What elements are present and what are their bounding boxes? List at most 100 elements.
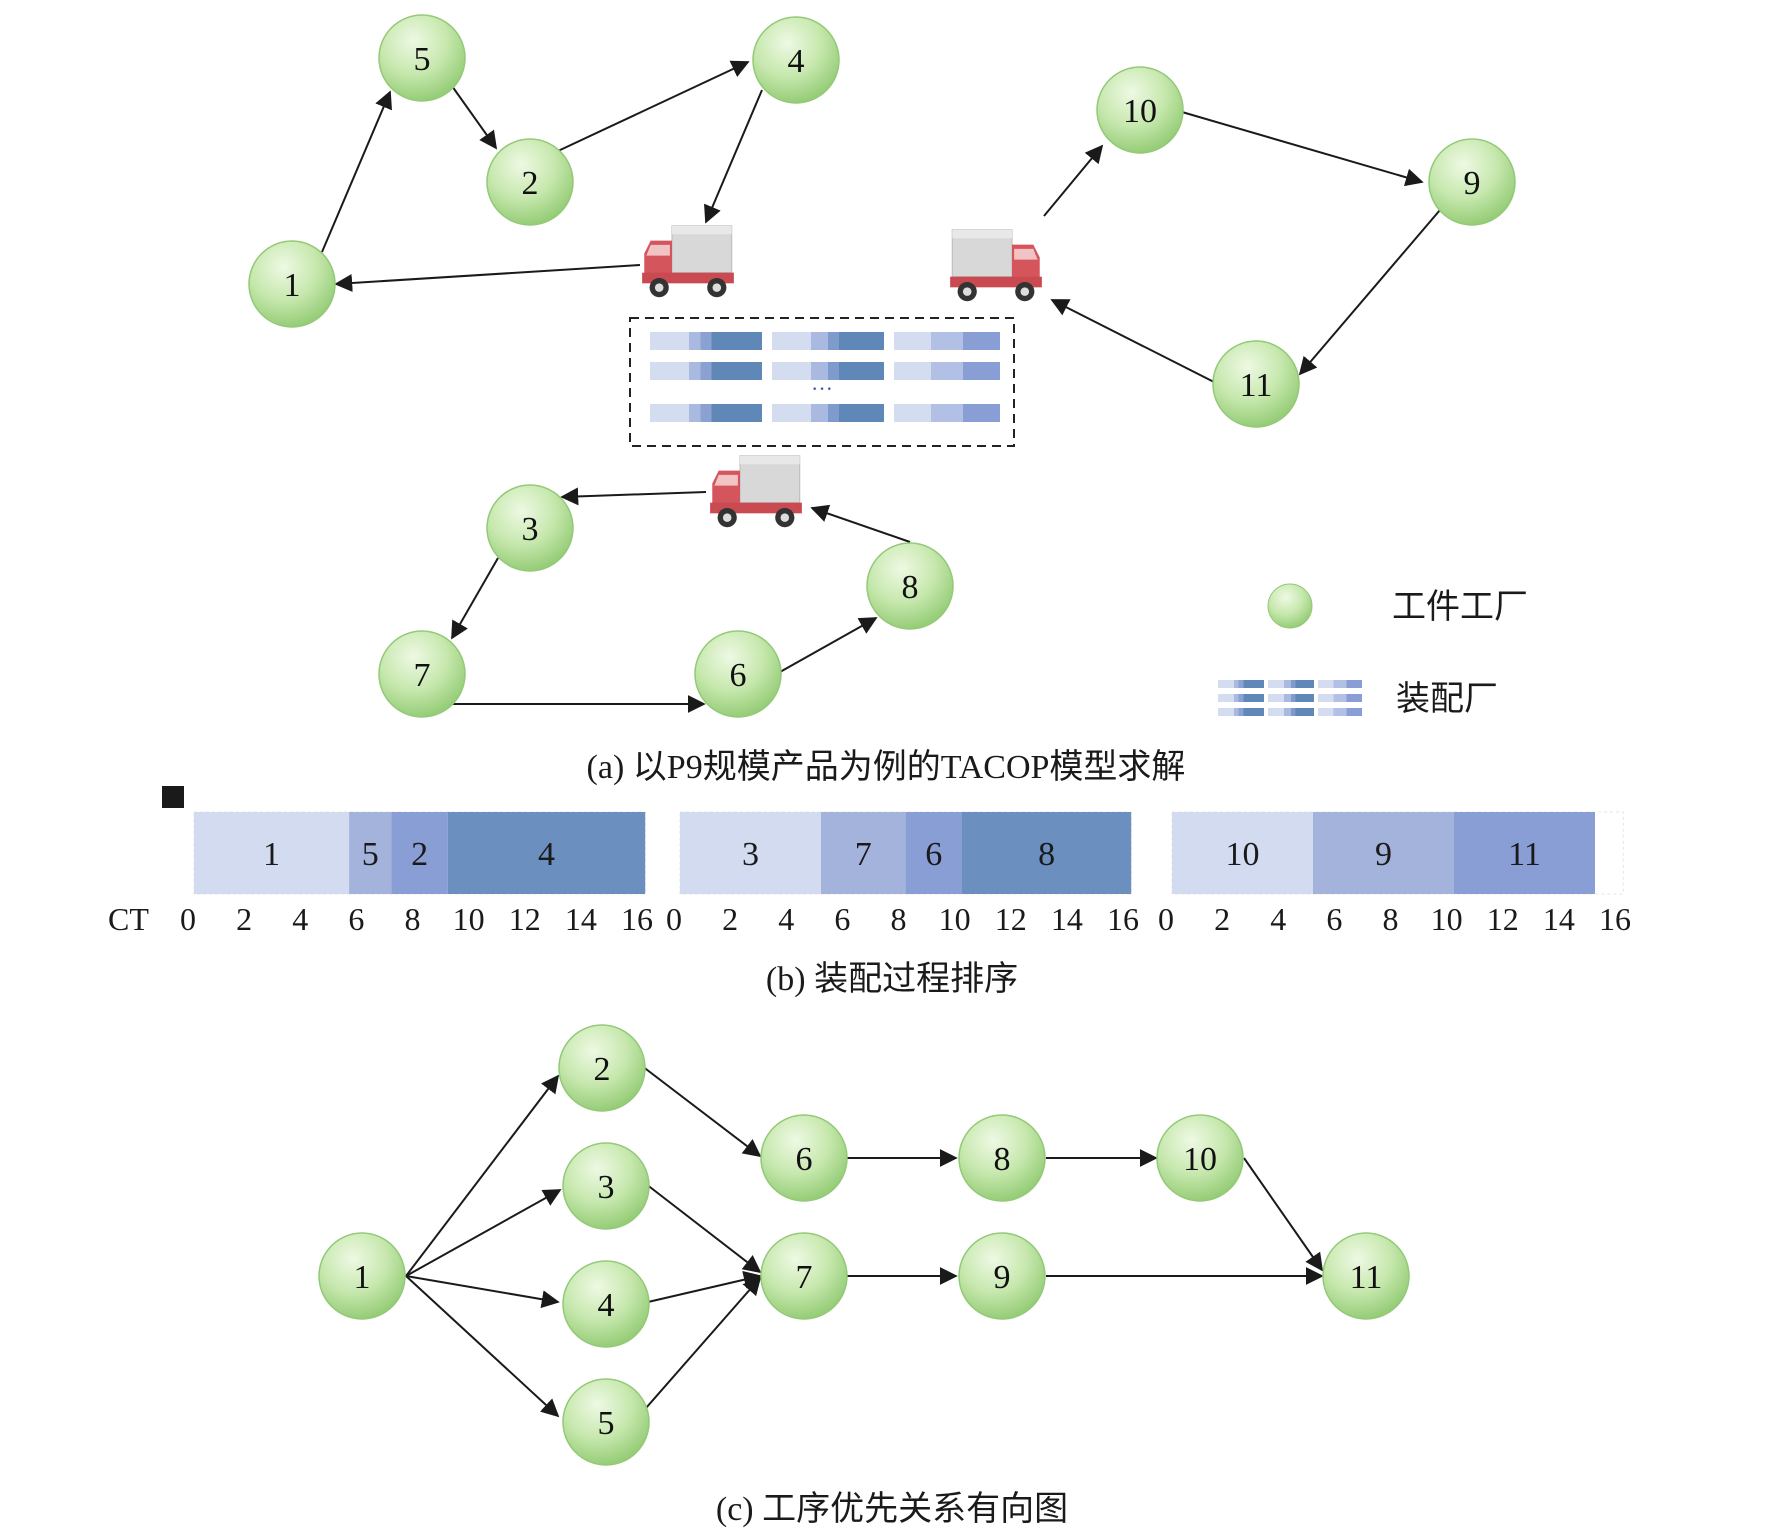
node-label: 1: [284, 267, 301, 304]
precedence-node-10: 10: [1156, 1114, 1244, 1202]
panel-c-edges: [405, 1065, 1324, 1418]
edge-8-truck3: [810, 504, 911, 543]
gantt-tick-label: 16: [1107, 901, 1139, 937]
caption-b: (b) 装配过程排序: [766, 960, 1018, 998]
node-label: 9: [994, 1259, 1011, 1296]
node-label: 2: [594, 1051, 611, 1088]
node-label: 10: [1183, 1141, 1217, 1178]
edge-c1-c2: [405, 1074, 560, 1277]
gantt-tick-label: 10: [1431, 901, 1463, 937]
factory-node-8: 8: [866, 542, 954, 630]
gantt-block-label: 4: [538, 836, 555, 873]
factory-node-1: 1: [248, 240, 336, 328]
factory-node-6: 6: [694, 630, 782, 718]
gantt-block-job-5: [349, 812, 392, 894]
edge-c5-c7: [645, 1276, 762, 1409]
gantt-tick-label: 4: [1270, 901, 1286, 937]
gantt-block-label: 7: [855, 836, 872, 873]
legend: 工件工厂 装配厂: [1218, 583, 1528, 718]
factory-node-4: 4: [752, 16, 840, 104]
gantt-tick-label: 6: [1326, 901, 1342, 937]
edge-2-4: [557, 60, 750, 152]
edge-truck2-10: [1043, 144, 1104, 217]
gantt-tick-label: 4: [778, 901, 794, 937]
edge-4-truck1: [704, 89, 763, 224]
node-label: 11: [1240, 367, 1273, 404]
precedence-node-4: 4: [562, 1260, 650, 1348]
edge-11-truck2: [1050, 299, 1215, 383]
panel-a: 1 5 2 4 10 9 11 3: [248, 14, 1528, 786]
factory-node-5: 5: [378, 14, 466, 102]
gantt-block-label: 2: [411, 836, 428, 873]
ellipsis: ···: [811, 376, 833, 401]
gantt-block-job-1: [194, 812, 350, 894]
precedence-node-6: 6: [760, 1114, 848, 1202]
gantt-tick-label: 2: [236, 901, 252, 937]
gantt-block-label: 8: [1038, 836, 1055, 873]
truck-icon: [709, 455, 803, 528]
edge-10-9: [1181, 111, 1424, 187]
gantt-tick-label: 10: [939, 901, 971, 937]
gantt-tick-label: 0: [666, 901, 682, 937]
node-label: 9: [1464, 165, 1481, 202]
assembly-plant: ···: [629, 317, 1015, 447]
edge-6-8: [779, 617, 878, 673]
precedence-node-3: 3: [562, 1142, 650, 1230]
edge-c10-c11: [1243, 1157, 1324, 1272]
gantt-tick-label: 0: [1158, 901, 1174, 937]
node-label: 6: [796, 1141, 813, 1178]
precedence-node-1: 1: [318, 1232, 406, 1320]
gantt-tick-label: 2: [1214, 901, 1230, 937]
factory-node-2: 2: [486, 138, 574, 226]
gantt-tick-label: 8: [890, 901, 906, 937]
gantt-tick-label: 12: [1487, 901, 1519, 937]
gantt-block-job-9: [1313, 812, 1454, 894]
node-label: 10: [1123, 93, 1157, 130]
panel-a-edges: [321, 60, 1441, 713]
factory-node-7: 7: [378, 630, 466, 718]
precedence-node-5: 5: [562, 1378, 650, 1466]
gantt-tick-label: 12: [995, 901, 1027, 937]
node-label: 8: [902, 569, 919, 606]
marker-square-icon: [162, 786, 184, 808]
gantt-tick-label: 16: [621, 901, 653, 937]
edge-truck3-3: [560, 487, 707, 506]
ct-label: CT: [108, 901, 149, 937]
node-label: 5: [598, 1405, 615, 1442]
precedence-node-11: 11: [1322, 1232, 1410, 1320]
factory-node-10: 10: [1096, 66, 1184, 154]
edge-9-11: [1298, 209, 1441, 376]
gantt-tick-label: 14: [1051, 901, 1083, 937]
legend-assembly-icon: [1218, 680, 1362, 716]
factory-node-3: 3: [486, 484, 574, 572]
gantt-block-job-11: [1454, 812, 1595, 894]
gantt-tick-label: 0: [180, 901, 196, 937]
caption-a: (a) 以P9规模产品为例的TACOP模型求解: [587, 748, 1186, 786]
panel-c: 1 2 3 4 5 6 7 8: [318, 1024, 1410, 1528]
gantt-block-job-6: [905, 812, 962, 894]
gantt-tick-label: 12: [509, 901, 541, 937]
factory-node-9: 9: [1428, 138, 1516, 226]
gantt-tick-label: 14: [565, 901, 597, 937]
edge-1-5: [321, 90, 392, 253]
precedence-node-9: 9: [958, 1232, 1046, 1320]
gantt-block-job-10: [1172, 812, 1313, 894]
gantt-tick-label: 14: [1543, 901, 1575, 937]
gantt-tick-label: 2: [722, 901, 738, 937]
node-label: 8: [994, 1141, 1011, 1178]
truck-icon: [641, 225, 735, 298]
node-label: 7: [414, 657, 431, 694]
gantt-block-label: 11: [1508, 836, 1541, 873]
edge-c1-c5: [405, 1275, 560, 1418]
edge-c1-c4: [405, 1275, 560, 1309]
caption-c: (c) 工序优先关系有向图: [716, 1490, 1068, 1528]
factory-node-11: 11: [1212, 340, 1300, 428]
legend-factory-icon: [1267, 583, 1313, 629]
gantt-block-label: 10: [1226, 836, 1260, 873]
edge-truck1-1: [334, 264, 641, 292]
gantt-block-job-2: [391, 812, 448, 894]
gantt-tick-label: 6: [348, 901, 364, 937]
